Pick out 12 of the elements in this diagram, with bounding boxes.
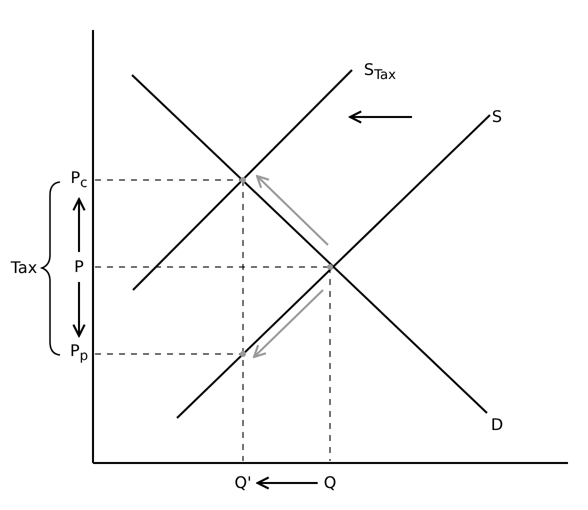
axis-label: Q' xyxy=(234,474,252,492)
axis-label: P xyxy=(74,258,84,276)
curve-label: S$_{Tax}$ xyxy=(364,60,396,86)
axis-label: P$_{c}$ xyxy=(70,168,88,194)
arrow xyxy=(72,198,86,252)
arrow xyxy=(72,282,86,337)
bracket-label: Tax xyxy=(10,259,38,277)
axis-label: P$_{p}$ xyxy=(70,342,88,366)
arrow xyxy=(256,476,318,490)
axis-label: Q xyxy=(324,474,336,492)
curve-label: D xyxy=(490,416,504,434)
curve-label: S xyxy=(492,108,502,126)
